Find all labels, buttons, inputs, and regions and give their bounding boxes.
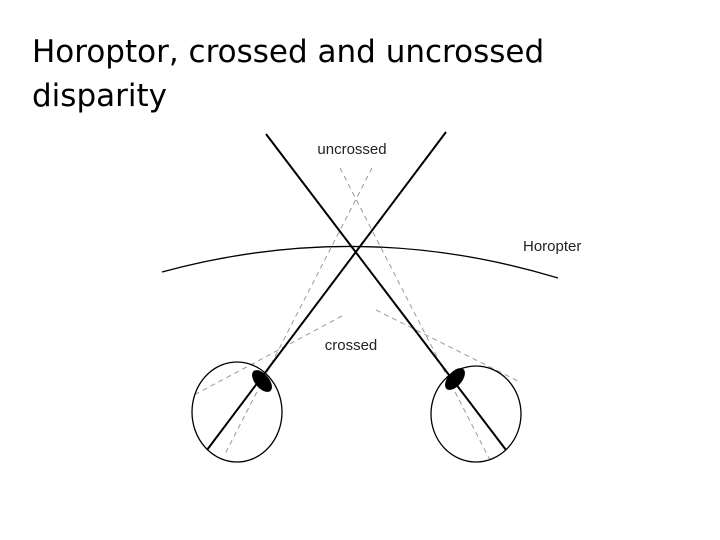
dashed-sight-line-left-far xyxy=(224,167,373,455)
label-horopter: Horopter xyxy=(523,238,581,255)
right-eye xyxy=(430,365,522,463)
left-eye xyxy=(191,361,283,463)
label-crossed: crossed xyxy=(325,337,378,354)
dashed-sight-line-right-near xyxy=(375,309,521,383)
slide-title: Horoptor, crossed and uncrossed disparit… xyxy=(32,30,672,118)
dashed-sight-line-left-near xyxy=(195,315,343,395)
solid-sight-line-left-eye xyxy=(206,131,447,451)
label-uncrossed: uncrossed xyxy=(317,141,386,158)
solid-sight-line-right-eye xyxy=(265,133,507,451)
slide-title-line-2: disparity xyxy=(32,78,167,114)
right-eye-lens xyxy=(445,368,465,390)
left-eye-lens xyxy=(252,370,272,392)
horopter-curve xyxy=(161,245,559,279)
dashed-sight-line-right-far xyxy=(339,167,491,461)
slide-title-line-1: Horoptor, crossed and uncrossed xyxy=(32,34,545,70)
